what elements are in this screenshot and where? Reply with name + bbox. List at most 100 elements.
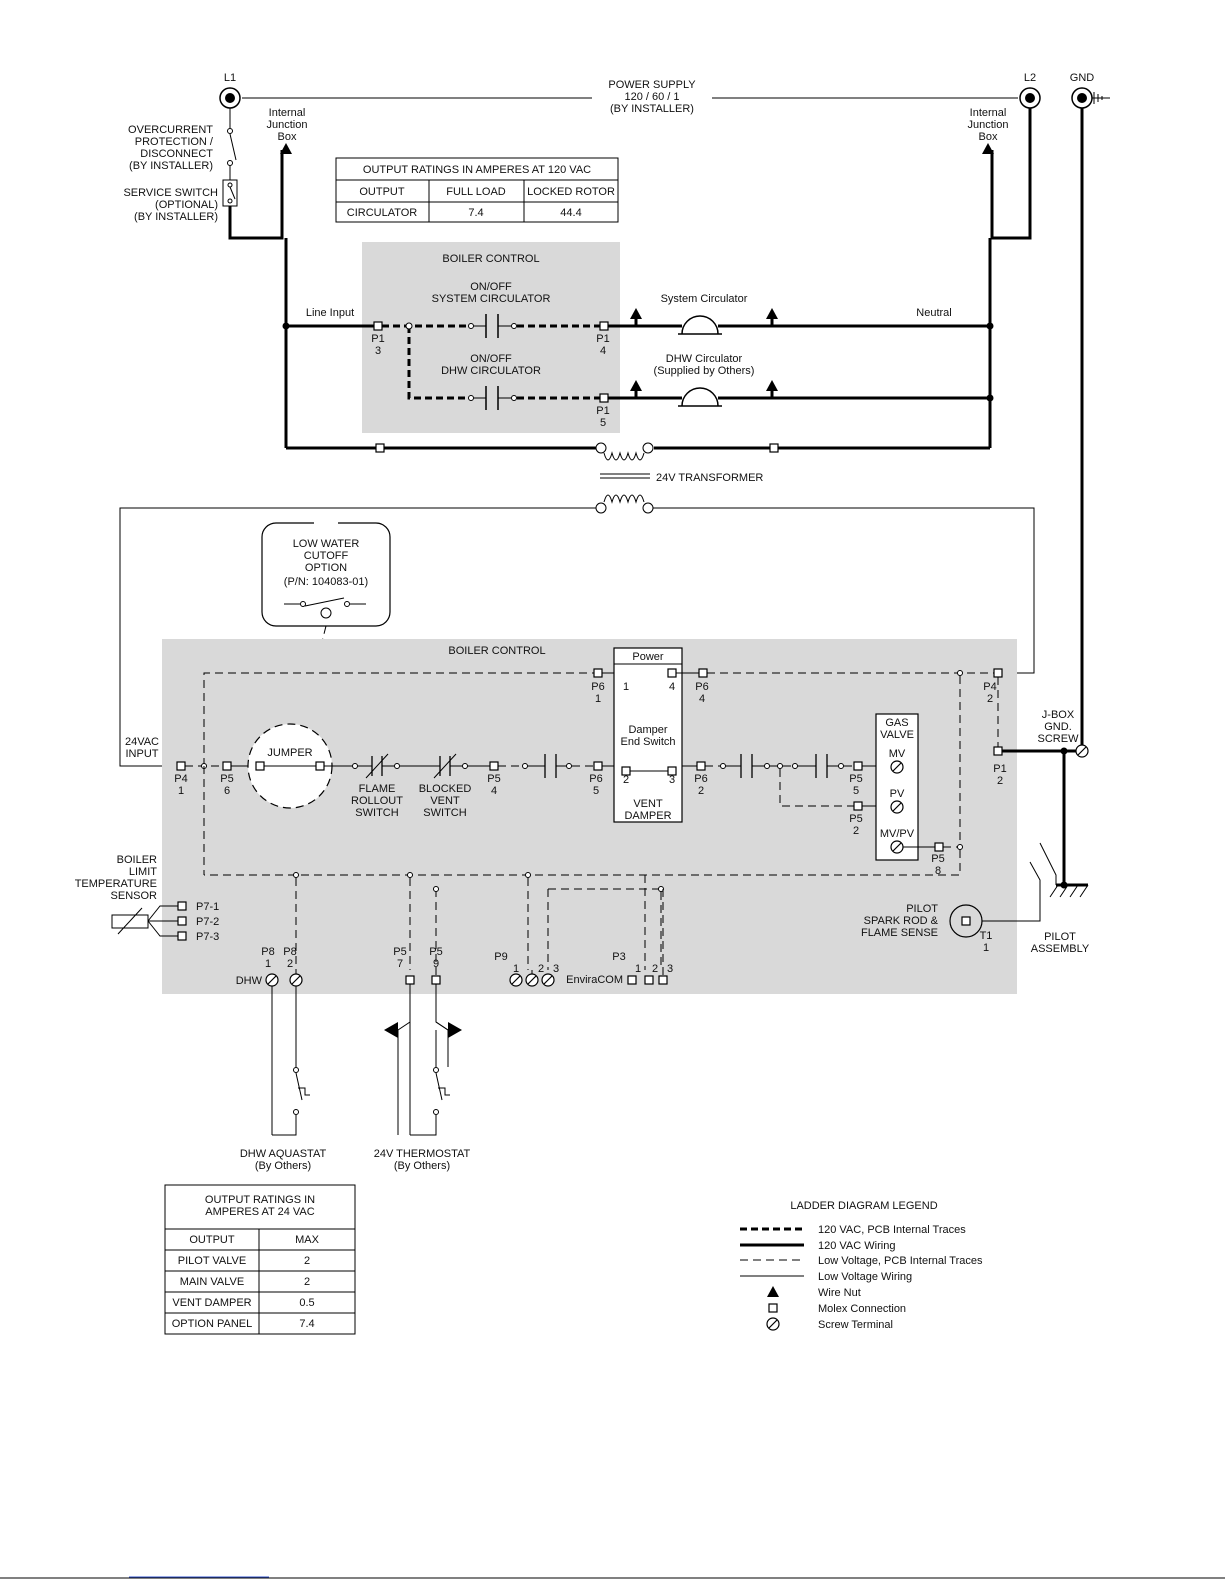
p6-2-pin: 2: [698, 785, 704, 797]
table-24-cell: 2: [304, 1255, 310, 1267]
lwco-line-4: (P/N: 104083-01): [284, 576, 368, 588]
p6-5-label: P6: [589, 773, 602, 785]
blocked-vent-line-1: BLOCKED: [419, 783, 472, 795]
flame-rollout-line-1: FLAME: [359, 783, 396, 795]
p4-1-pin: 1: [178, 785, 184, 797]
ratings-table-24vac: OUTPUT RATINGS IN AMPERES AT 24 VAC OUTP…: [164, 1184, 356, 1335]
lower-control-title: BOILER CONTROL: [448, 645, 545, 657]
junction-left-line-1: Internal: [269, 107, 306, 119]
p6-5-pin: 5: [593, 785, 599, 797]
gas-valve-line-1: GAS: [885, 717, 908, 729]
dhw-circulator-motor: [678, 387, 722, 407]
power-supply-line-3: (BY INSTALLER): [610, 103, 694, 115]
l2-terminal: [1019, 87, 1041, 109]
table-24-cell: 2: [304, 1276, 310, 1288]
p9-pin-1: 1: [513, 963, 519, 975]
gas-valve: GAS VALVE MV PV MV/PV: [875, 713, 919, 861]
dhw-aquastat-line-1: DHW AQUASTAT: [240, 1148, 327, 1160]
p3-label: P3: [612, 951, 625, 963]
damper-line-1: Damper: [628, 724, 667, 736]
p5-2-pin: 2: [853, 825, 859, 837]
p8-2-pin: 2: [287, 958, 293, 970]
service-switch-line-1: SERVICE SWITCH: [123, 187, 218, 199]
table-24-cell: PILOT VALVE: [178, 1255, 246, 1267]
temperature-sensor: [111, 905, 178, 937]
flame-rollout-line-2: ROLLOUT: [351, 795, 403, 807]
dhw-aquastat-line-2: (By Others): [255, 1160, 311, 1172]
damper-term-3: 3: [669, 774, 675, 786]
thermostat-24v: 24V THERMOSTAT (By Others): [374, 984, 471, 1172]
pilot-assembly-line-2: ASSEMBLY: [1031, 943, 1090, 955]
dhw-relay-line-1: ON/OFF: [470, 353, 512, 365]
junction-right-line-1: Internal: [970, 107, 1007, 119]
p1-3-label: P1: [371, 333, 384, 345]
legend-item: Low Voltage, PCB Internal Traces: [818, 1255, 983, 1267]
sensor-line-3: TEMPERATURE: [75, 878, 157, 890]
low-water-cutoff-option: LOW WATER CUTOFF OPTION (P/N: 104083-01): [261, 518, 391, 746]
table-120-header: OUTPUT: [359, 186, 405, 198]
l2-label: L2: [1024, 72, 1036, 84]
pv-label: PV: [890, 788, 905, 800]
table-24-title-line-1: OUTPUT RATINGS IN: [205, 1194, 315, 1206]
p5-4-label: P5: [487, 773, 500, 785]
p6-2-label: P6: [694, 773, 707, 785]
overcurrent-line-2: PROTECTION /: [135, 136, 214, 148]
damper-term-2: 2: [623, 774, 629, 786]
jbox-line-1: J-BOX: [1042, 709, 1075, 721]
pilot-sense-line-1: PILOT: [906, 903, 938, 915]
table-120-cell: CIRCULATOR: [347, 207, 418, 219]
screw-terminal-icon: [766, 1317, 780, 1331]
legend-item: 120 VAC Wiring: [818, 1240, 895, 1252]
p5-7-label: P5: [393, 946, 406, 958]
system-circulator-motor: [678, 315, 722, 335]
gnd-label: GND: [1070, 72, 1095, 84]
p8-1-label: P8: [261, 946, 274, 958]
neutral-label: Neutral: [916, 307, 951, 319]
p9-2-screw-terminal: [525, 973, 539, 987]
l1-terminal: [219, 87, 241, 109]
lwco-line-1: LOW WATER: [293, 538, 360, 550]
power-box-label: Power: [632, 651, 664, 663]
legend-item: Low Voltage Wiring: [818, 1271, 912, 1283]
legend-item: 120 VAC, PCB Internal Traces: [818, 1224, 966, 1236]
p5-8-label: P5: [931, 853, 944, 865]
input-24vac-line-1: 24VAC: [125, 736, 159, 748]
pilot-sense-line-3: FLAME SENSE: [861, 927, 938, 939]
l1-label: L1: [224, 72, 236, 84]
p1-4-pin: 4: [600, 345, 606, 357]
table-120-cell: 7.4: [468, 207, 483, 219]
jbox-line-2: GND.: [1044, 721, 1072, 733]
pilot-sense-line-2: SPARK ROD &: [864, 915, 939, 927]
p6-4-label: P6: [695, 681, 708, 693]
table-24-cell: OPTION PANEL: [172, 1318, 252, 1330]
thermostat-line-1: 24V THERMOSTAT: [374, 1148, 471, 1160]
mvpv-label: MV/PV: [880, 828, 915, 840]
table-24-cell: MAIN VALVE: [180, 1276, 244, 1288]
lwco-line-2: CUTOFF: [304, 550, 349, 562]
p1-2-label: P1: [993, 763, 1006, 775]
p6-4-pin: 4: [699, 693, 705, 705]
power-supply-line-1: POWER SUPPLY: [608, 79, 696, 91]
table-120-title: OUTPUT RATINGS IN AMPERES AT 120 VAC: [363, 164, 591, 176]
system-relay-line-2: SYSTEM CIRCULATOR: [432, 293, 551, 305]
table-24-cell: VENT DAMPER: [172, 1297, 251, 1309]
table-24-title-line-2: AMPERES AT 24 VAC: [205, 1206, 314, 1218]
p3-pin-2: 2: [652, 963, 658, 975]
service-switch-line-3: (BY INSTALLER): [134, 211, 218, 223]
blocked-vent-line-3: SWITCH: [423, 807, 466, 819]
table-24-cell: 7.4: [299, 1318, 314, 1330]
p8-1-screw-terminal: [265, 973, 279, 987]
junction-left-line-2: Junction: [267, 119, 308, 131]
p4-2-label: P4: [983, 681, 996, 693]
p7-2-label: P7-2: [196, 916, 219, 928]
t1-label: T1: [980, 930, 993, 942]
service-switch-line-2: (OPTIONAL): [155, 199, 218, 211]
transformer-label: 24V TRANSFORMER: [656, 472, 763, 484]
p5-5-pin: 5: [853, 785, 859, 797]
p8-2-label: P8: [283, 946, 296, 958]
p5-9-pin: 9: [433, 958, 439, 970]
legend-title: LADDER DIAGRAM LEGEND: [790, 1200, 937, 1212]
power-supply-section: L1 L2 GND POWER SUPPLY 120 / 60 / 1 (BY …: [123, 72, 1110, 745]
jbox-ground: J-BOX GND. SCREW PILOT ASSEMBLY: [1029, 709, 1090, 955]
p4-2-pin: 2: [987, 693, 993, 705]
